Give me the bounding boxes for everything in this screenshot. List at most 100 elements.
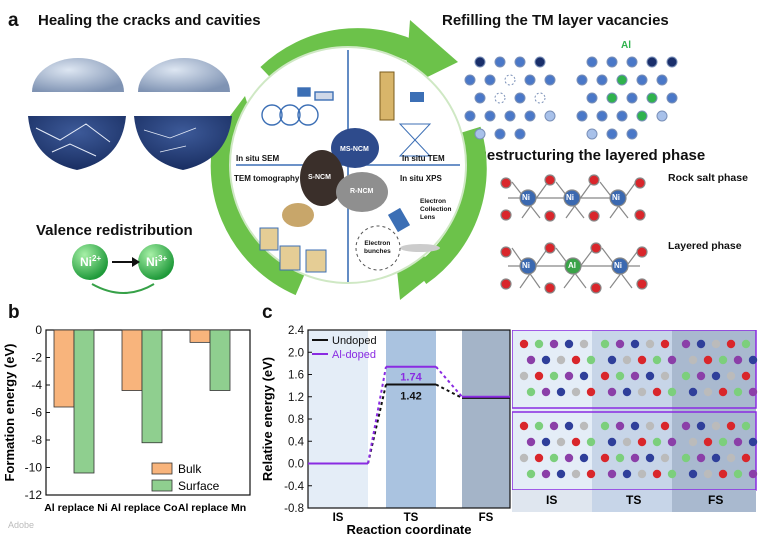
atom-1-2-3-1 (733, 437, 743, 447)
label-s-ncm: S-NCM (308, 174, 331, 181)
atom-0-0-2-2 (549, 371, 559, 381)
atom-0-2-4-2 (741, 371, 751, 381)
atom-1-1-0-0 (600, 421, 610, 431)
tm-lattice-left (464, 56, 556, 140)
atom-1-1-4-1 (667, 437, 677, 447)
atom-0-2-3-0 (726, 339, 736, 349)
atom-0-0-4-1 (586, 355, 596, 365)
atom-1-0-1-0 (534, 421, 544, 431)
atom-1-0-0-3 (526, 469, 536, 479)
atom-0-2-1-0 (696, 339, 706, 349)
ytick-label-b-2: -4 (31, 378, 42, 392)
bar-bulk-1 (121, 329, 143, 391)
atom-1-1-2-0 (630, 421, 640, 431)
atom-1-2-1-2 (696, 453, 706, 463)
ni3-ball (138, 244, 174, 280)
panel-letter-b: b (8, 302, 20, 323)
state-band-2 (462, 330, 510, 508)
ytick-label-c-3: 1.2 (288, 392, 304, 404)
atom-0-2-1-2 (696, 371, 706, 381)
label-tem-tomography: TEM tomography (234, 174, 300, 183)
heading-restructuring: Restructuring the layered phase (476, 147, 706, 164)
connector-1-1 (435, 366, 463, 398)
label-in-situ-tem: In situ TEM (402, 154, 445, 163)
atom-1-2-4-2 (741, 453, 751, 463)
sem-coil-icon (261, 87, 334, 126)
label-ms-ncm: MS-NCM (340, 146, 369, 153)
atom-1-0-4-3 (586, 469, 596, 479)
tomography-tiles-icon (259, 203, 327, 273)
atom-1-2-4-0 (741, 421, 751, 431)
atom-0-0-4-2 (579, 371, 589, 381)
hemisphere-healed (134, 58, 232, 170)
atom-0-2-4-0 (741, 339, 751, 349)
layered-label: Layered phase (668, 240, 742, 252)
atom-1-0-1-2 (534, 453, 544, 463)
atom-0-0-4-0 (579, 339, 589, 349)
xtick-label-c-2: FS (479, 512, 494, 524)
connector-0-1 (435, 383, 463, 399)
atom-0-2-3-1 (733, 355, 743, 365)
atom-1-0-1-1 (541, 437, 551, 447)
bar-surface-2 (209, 329, 231, 391)
atom-1-2-2-1 (718, 437, 728, 447)
al-label: Al (621, 40, 631, 51)
label-electron-bunches: Electron bunches (364, 240, 391, 255)
atom-0-2-2-3 (718, 387, 728, 397)
xtick-label-b-1: Al replace Co (110, 502, 177, 514)
ni2-label: Ni2+ (80, 254, 102, 269)
atom-0-0-1-3 (541, 387, 551, 397)
atom-0-2-0-3 (688, 387, 698, 397)
atom-0-2-2-1 (718, 355, 728, 365)
atom-1-1-2-3 (637, 469, 647, 479)
legend-swatch-surface (151, 479, 173, 492)
atom-1-0-4-1 (586, 437, 596, 447)
atom-1-1-0-3 (607, 469, 617, 479)
atom-0-0-3-2 (564, 371, 574, 381)
atom-0-1-4-2 (660, 371, 670, 381)
bar-bulk-2 (189, 329, 211, 343)
atom-1-1-1-3 (622, 469, 632, 479)
ncm-particles (300, 128, 388, 212)
atom-1-1-0-1 (607, 437, 617, 447)
heading-valence: Valence redistribution (36, 222, 193, 239)
xtick-label-b-0: Al replace Ni (44, 502, 108, 514)
ni-atom-3: Ni (612, 193, 620, 202)
atom-0-2-1-1 (703, 355, 713, 365)
rock-salt-label: Rock salt phase (668, 172, 748, 184)
atom-0-1-0-3 (607, 387, 617, 397)
state-band-1 (386, 330, 436, 508)
atom-0-1-2-0 (630, 339, 640, 349)
atom-0-1-4-3 (667, 387, 677, 397)
atom-0-0-1-0 (534, 339, 544, 349)
atom-1-2-0-3 (688, 469, 698, 479)
atom-1-1-4-0 (660, 421, 670, 431)
atom-0-0-0-3 (526, 387, 536, 397)
atom-0-1-2-1 (637, 355, 647, 365)
atom-1-1-2-1 (637, 437, 647, 447)
atom-0-2-0-2 (681, 371, 691, 381)
xlabel-c: Reaction coordinate (347, 522, 472, 537)
tem-column-icon (379, 71, 432, 157)
atom-0-0-0-2 (519, 371, 529, 381)
atom-0-0-1-2 (534, 371, 544, 381)
atom-1-0-2-2 (549, 453, 559, 463)
atom-1-2-3-2 (726, 453, 736, 463)
atom-1-0-3-1 (571, 437, 581, 447)
atom-1-0-1-3 (541, 469, 551, 479)
ytick-label-c-2: 1.6 (288, 370, 304, 382)
atom-1-2-2-3 (718, 469, 728, 479)
ytick-label-b-4: -8 (31, 433, 42, 447)
tm-lattice-right (576, 56, 678, 140)
atom-0-0-1-1 (541, 355, 551, 365)
ytick-label-c-7: -0.4 (284, 481, 304, 493)
layered-structure (500, 242, 648, 294)
atom-0-1-1-1 (622, 355, 632, 365)
atom-1-0-0-2 (519, 453, 529, 463)
atom-1-2-0-1 (688, 437, 698, 447)
legend-label-surface: Surface (178, 479, 220, 493)
atom-1-1-4-3 (667, 469, 677, 479)
ni-atom-1: Ni (522, 193, 530, 202)
